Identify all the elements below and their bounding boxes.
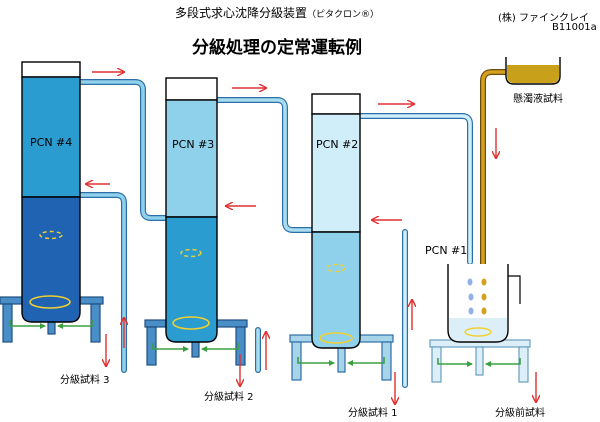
feed-beaker [505,57,561,85]
stand-1 [429,339,531,383]
output-3-label: 分級試料 3 [60,373,110,386]
feed-drops [467,278,487,315]
output-feed-label: 分級前試料 [495,406,545,419]
feed-label: 懸濁液試料 [513,92,563,105]
column-pcn3 [165,77,218,343]
column-pcn4 [21,61,81,323]
header-title-main: 多段式求心沈降分級装置 [175,6,308,20]
output-2-label: 分級試料 2 [204,390,254,403]
header-title-suffix: （ピタクロン®） [307,10,380,20]
header-title: 多段式求心沈降分級装置（ピタクロン®） [175,4,379,21]
document-code: B11001a [552,22,597,33]
company-name: (株) ファインクレイ [498,13,589,24]
output-1-label: 分級試料 1 [348,406,398,419]
flow-arrows [86,72,536,404]
pcn2-label: PCN #2 [316,138,358,151]
column-pcn1 [447,264,521,343]
main-title: 分級処理の定常運転例 [192,38,362,58]
column-pcn2 [311,93,361,349]
pcn3-label: PCN #3 [172,138,214,151]
connecting-pipes [77,69,513,388]
pcn4-label: PCN #4 [30,136,72,149]
circulation-arrows [9,320,521,367]
pcn1-label: PCN #1 [425,244,467,257]
